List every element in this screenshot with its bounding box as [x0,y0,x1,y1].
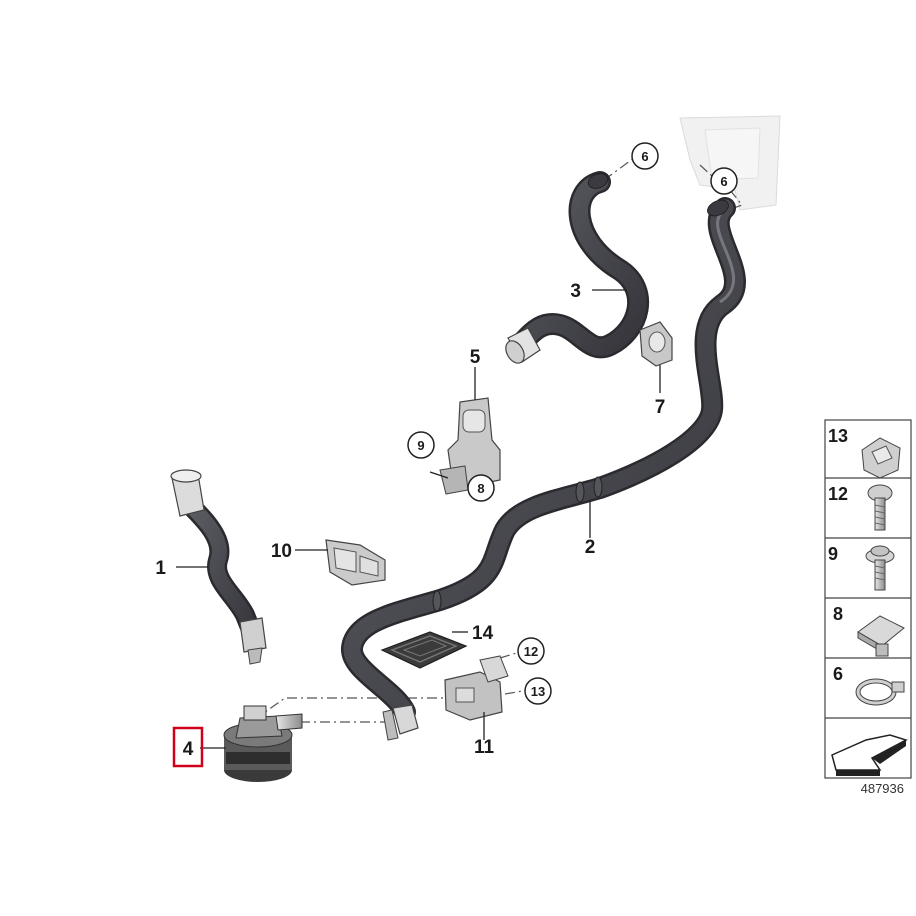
callout-6b: 6 [720,174,727,189]
pad-14 [380,631,468,669]
circled-callout-13: 13 [524,677,552,705]
legend-label-13: 13 [828,426,848,446]
legend-item-8: 8 [833,604,905,657]
callout-4: 4 [183,739,194,760]
legend-label-8: 8 [833,604,843,624]
legend-item-13: 13 [828,426,901,479]
legend-label-12: 12 [828,484,848,504]
callout-1: 1 [155,558,166,579]
callout-13: 13 [531,684,545,699]
clip-10 [325,539,386,586]
circled-callout-8: 8 [467,474,495,502]
callout-3: 3 [570,281,581,302]
callout-7: 7 [655,397,666,418]
label-leaders [176,289,661,749]
callout-14: 14 [472,623,494,644]
callout-5: 5 [470,347,481,368]
bracket-11 [444,655,509,721]
callout-2: 2 [585,537,596,558]
hose-2 [341,197,746,741]
callout-9: 9 [417,438,424,453]
circled-callout-6b: 6 [710,167,738,195]
legend-item-9: 9 [828,544,895,591]
callout-12: 12 [524,644,538,659]
hose-3 [505,171,649,364]
callout-6a: 6 [641,149,648,164]
small-parts-legend: 13 12 9 8 6 [824,419,912,779]
callout-4-highlight: 4 [172,726,204,768]
circled-callout-9: 9 [407,431,435,459]
expansion-tank [679,115,781,211]
callout-10: 10 [271,541,292,562]
hose-1 [170,469,267,665]
legend-label-6: 6 [833,664,843,684]
direction-arrow-icon [831,734,908,776]
electric-pump-4 [223,705,303,782]
callout-8: 8 [477,481,484,496]
clip-7 [639,321,673,367]
callout-11: 11 [474,737,495,758]
circled-callout-12: 12 [517,637,545,665]
legend-item-6: 6 [833,664,905,706]
circled-callout-6a: 6 [631,142,659,170]
highlight-box [172,726,204,768]
assembly-leaders [253,157,743,723]
legend-label-9: 9 [828,544,838,564]
legend-item-12: 12 [828,484,893,531]
reference-number: 487936 [861,781,904,796]
